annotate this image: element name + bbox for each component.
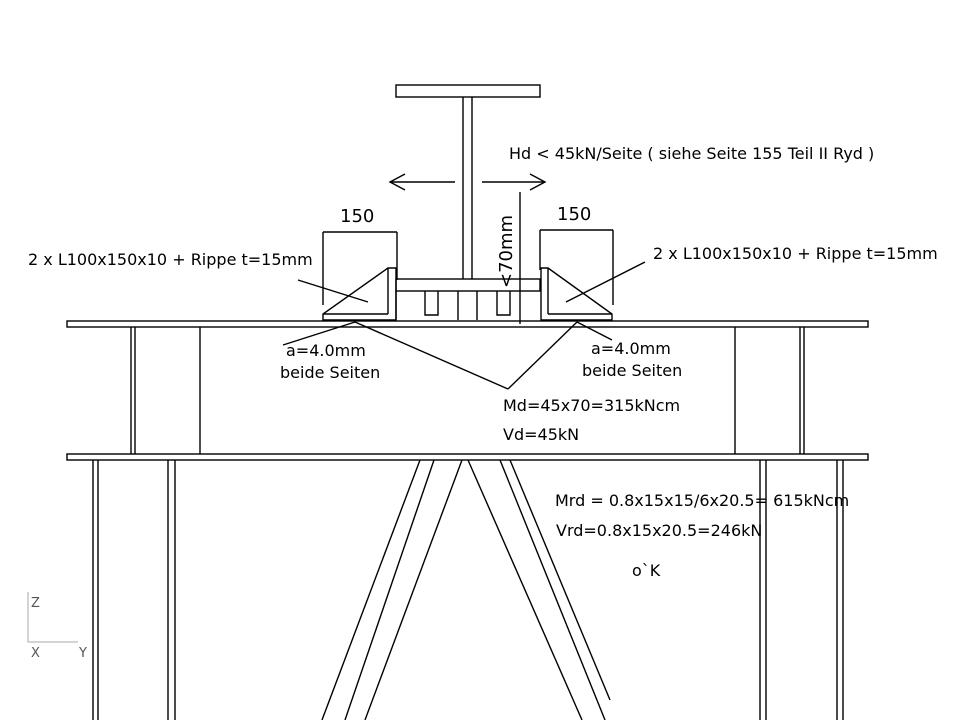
leader: [576, 321, 613, 341]
weld-right-label: a=4.0mm: [591, 339, 671, 358]
main-beam-bottom-flange: [66, 453, 869, 461]
slot: [424, 291, 439, 316]
top-beam-flange: [395, 84, 541, 98]
ucs-axis-icon: [27, 592, 78, 643]
bottom-plate: [395, 278, 541, 292]
angle-left-label: 2 x L100x150x10 + Rippe t=15mm: [28, 250, 313, 269]
dim-right-label: 150: [557, 204, 592, 225]
main-beam-top-flange: [66, 320, 869, 328]
vrd-label: Vrd=0.8x15x20.5=246kN: [556, 521, 763, 540]
dim-vertical-label: <70mm: [496, 214, 517, 288]
angle-right: [540, 267, 613, 321]
main-beam-stiffeners: [130, 327, 805, 454]
leader: [282, 321, 356, 346]
md-label: Md=45x70=315kNcm: [503, 396, 681, 415]
angle-left: [322, 267, 397, 321]
columns: [92, 460, 844, 720]
axis-z-label: Z: [31, 596, 40, 611]
arrowhead: [388, 173, 406, 191]
bracing: [321, 459, 611, 720]
angle-right-label: 2 x L100x150x10 + Rippe t=15mm: [653, 244, 938, 263]
dim-left-label: 150: [340, 206, 375, 227]
axis-y-label: Y: [79, 646, 87, 661]
slot: [496, 291, 511, 316]
ok-label: o`K: [632, 561, 661, 580]
weld-right-sides: beide Seiten: [582, 361, 683, 380]
leader: [297, 279, 369, 303]
leader: [565, 261, 646, 303]
weld-left-sides: beide Seiten: [280, 363, 381, 382]
leader: [354, 321, 509, 390]
weld-left-label: a=4.0mm: [286, 341, 366, 360]
axis-x-label: X: [31, 646, 40, 661]
arrowhead: [529, 173, 547, 191]
mrd-label: Mrd = 0.8x15x15/6x20.5= 615kNcm: [555, 491, 850, 510]
vd-label: Vd=45kN: [503, 425, 580, 444]
leader: [507, 321, 578, 390]
load-label: Hd < 45kN/Seite ( siehe Seite 155 Teil I…: [509, 144, 875, 163]
